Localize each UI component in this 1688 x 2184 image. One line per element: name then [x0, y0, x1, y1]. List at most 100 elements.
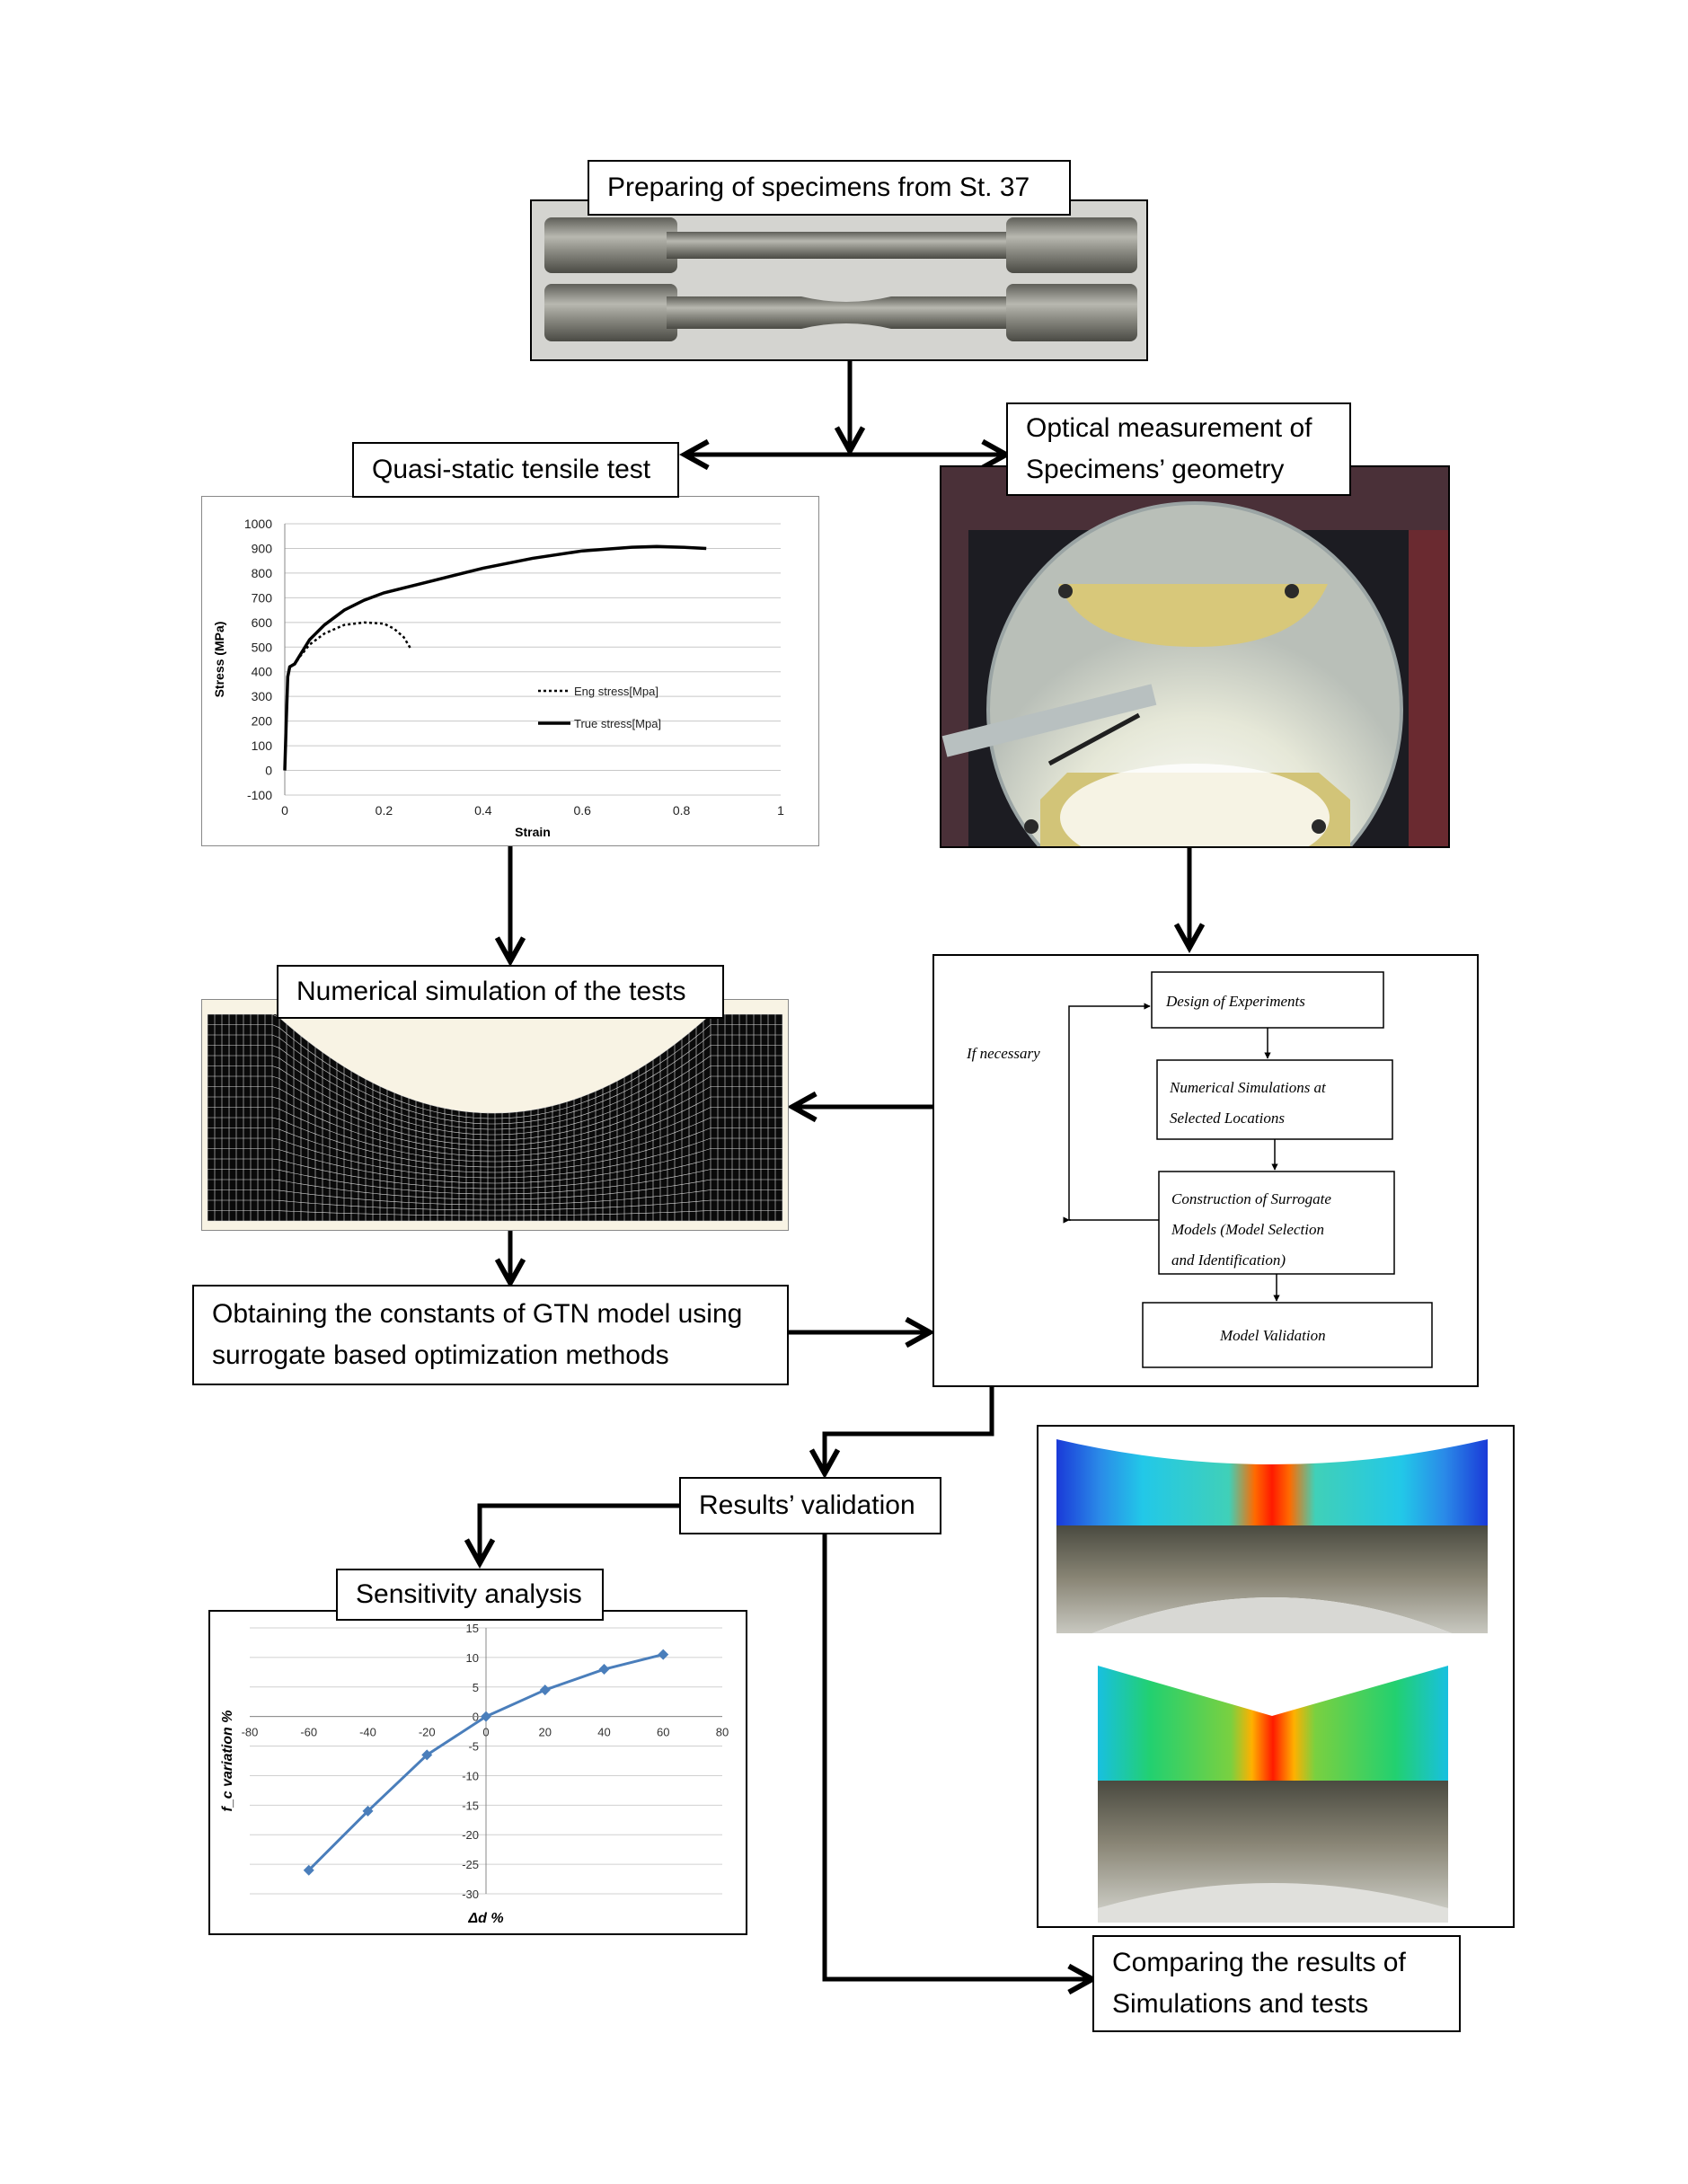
- tensile-ytick-label: 400: [252, 665, 273, 679]
- surrogate-flowchart: Design of Experiments Numerical Simulati…: [932, 954, 1479, 1387]
- flow-surr-line1: Construction of Surrogate: [1171, 1190, 1331, 1207]
- sens-data-point: [421, 1749, 433, 1761]
- tensile-ytick-label: -100: [247, 788, 272, 802]
- sens-ytick-label: 5: [473, 1681, 479, 1694]
- flow-box-doe: [1151, 971, 1384, 1029]
- sens-ytick-label: -20: [462, 1828, 479, 1842]
- tensile-xtick-label: 0.8: [673, 803, 691, 818]
- sens-xlabel: Δd %: [467, 1911, 503, 1926]
- mesh-horizontal-line: [208, 1117, 782, 1168]
- tensile-series-line: [283, 621, 412, 771]
- sens-data-point: [481, 1711, 491, 1722]
- flow-box-validation: [1142, 1302, 1433, 1368]
- mesh-horizontal-line: [208, 1055, 782, 1136]
- flow-valid-text: Model Validation: [1219, 1327, 1326, 1344]
- mesh-horizontal-line: [208, 1199, 782, 1211]
- tensile-ytick-label: 1000: [244, 517, 272, 531]
- sens-data-point: [362, 1805, 374, 1817]
- sens-xtick-label: 40: [597, 1726, 610, 1739]
- optical-photo: [940, 465, 1450, 918]
- specimen-bottom-grip-left: [544, 284, 677, 341]
- test-fracture-smooth-notch: [1056, 1525, 1488, 1633]
- flow-box-simulations: [1156, 1059, 1393, 1140]
- step-validation-text: Results’ validation: [699, 1490, 915, 1520]
- specimen-in-device: [941, 684, 1157, 757]
- comparison-frame: [1037, 1425, 1515, 1928]
- sens-xtick-label: 60: [657, 1726, 669, 1739]
- specimen-top-gauge: [667, 232, 1017, 259]
- mesh-horizontal-line: [208, 1075, 782, 1146]
- arrow-validation-to-compare: [822, 1534, 1092, 1979]
- step-tensile-text: Quasi-static tensile test: [372, 454, 651, 484]
- mesh-lines: [207, 1013, 783, 1222]
- sim-contour-sharp-notch: [1098, 1666, 1448, 1781]
- comparison-illustration: [1056, 1439, 1488, 1923]
- tensile-ytick-label: 500: [252, 640, 273, 654]
- mesh-horizontal-line: [208, 1148, 782, 1184]
- mesh-horizontal-line: [208, 1137, 782, 1179]
- step-sensitivity-analysis: Sensitivity analysis: [336, 1569, 604, 1621]
- mesh-horizontal-line: [208, 1086, 782, 1152]
- mesh-horizontal-line: [208, 1169, 782, 1195]
- mesh-horizontal-line: [208, 1024, 782, 1119]
- tensile-ytick-label: 300: [252, 689, 273, 703]
- sens-ytick-label: 15: [466, 1622, 479, 1635]
- yellow-segment-top: [1058, 584, 1328, 647]
- mesh-horizontal-line: [208, 1189, 782, 1206]
- mesh-horizontal-line: [208, 1013, 782, 1114]
- sens-xtick-label: 20: [539, 1726, 552, 1739]
- step-numerical-text: Numerical simulation of the tests: [296, 976, 686, 1006]
- tensile-ytick-label: 700: [252, 590, 273, 605]
- flow-surr-line2: Models (Model Selection: [1171, 1221, 1324, 1238]
- tensile-xtick-label: 0.6: [573, 803, 591, 818]
- sens-data-point: [598, 1664, 610, 1676]
- flow-doe-text: Design of Experiments: [1165, 993, 1305, 1010]
- sens-ytick-label: -5: [468, 1740, 479, 1754]
- specimen-bottom-gauge: [667, 296, 1017, 329]
- flow-if-necessary: If necessary: [966, 1045, 1040, 1062]
- arrow-validation-to-sensitivity: [480, 1503, 679, 1563]
- sens-data-point: [303, 1864, 314, 1876]
- mesh-horizontal-line: [208, 1107, 782, 1163]
- mesh-horizontal-line: [208, 1065, 782, 1141]
- sens-ylabel: f_c variation %: [220, 1711, 235, 1812]
- step-compare-results: Comparing the results of Simulations and…: [1092, 1935, 1461, 2032]
- mesh-frame: [201, 999, 789, 1231]
- sens-xtick-label: -40: [359, 1726, 376, 1739]
- tensile-ytick-label: 0: [265, 764, 272, 778]
- mesh-horizontal-line: [208, 1210, 782, 1216]
- tensile-ytick-label: 100: [252, 738, 273, 753]
- step-compare-line2: Simulations and tests: [1112, 1989, 1369, 2019]
- optical-device-illustration: [941, 467, 1448, 918]
- step-gtn-line1: Obtaining the constants of GTN model usi…: [212, 1298, 743, 1329]
- sens-xtick-label: -60: [300, 1726, 317, 1739]
- mesh-horizontal-line: [208, 1096, 782, 1157]
- step-sensitivity-text: Sensitivity analysis: [356, 1578, 582, 1609]
- specimens-illustration: [532, 201, 1146, 359]
- tensile-legend-label: Eng stress[Mpa]: [574, 685, 658, 698]
- step-tensile-test: Quasi-static tensile test: [352, 442, 679, 498]
- specimen-top-grip-right: [1006, 217, 1137, 273]
- tensile-xtick-label: 0.4: [474, 803, 492, 818]
- sens-ytick-label: -30: [462, 1888, 479, 1901]
- tensile-ytick-label: 900: [252, 541, 273, 555]
- sens-ytick-label: -25: [462, 1858, 479, 1871]
- tensile-xtick-label: 1: [777, 803, 784, 818]
- sensitivity-chart: 151050-5-10-15-20-25-30-80-60-40-2002040…: [220, 1622, 729, 1926]
- tensile-series-line: [283, 544, 707, 771]
- sens-ytick-label: 10: [466, 1651, 479, 1665]
- step-gtn-line2: surrogate based optimization methods: [212, 1340, 669, 1370]
- sens-data-point: [539, 1684, 551, 1696]
- tensile-ylabel: Stress (MPa): [212, 622, 226, 698]
- test-fracture-sharp-notch: [1098, 1781, 1448, 1908]
- flow-sim-line2: Selected Locations: [1170, 1110, 1285, 1127]
- step-preparing-specimens: Preparing of specimens from St. 37: [588, 160, 1071, 216]
- step-numerical-simulation: Numerical simulation of the tests: [277, 965, 724, 1019]
- specimens-photo: [530, 199, 1148, 361]
- tensile-xtick-label: 0: [281, 803, 288, 818]
- mesh-horizontal-line: [208, 1127, 782, 1173]
- tensile-ytick-label: 600: [252, 615, 273, 630]
- sens-xtick-label: -80: [242, 1726, 259, 1739]
